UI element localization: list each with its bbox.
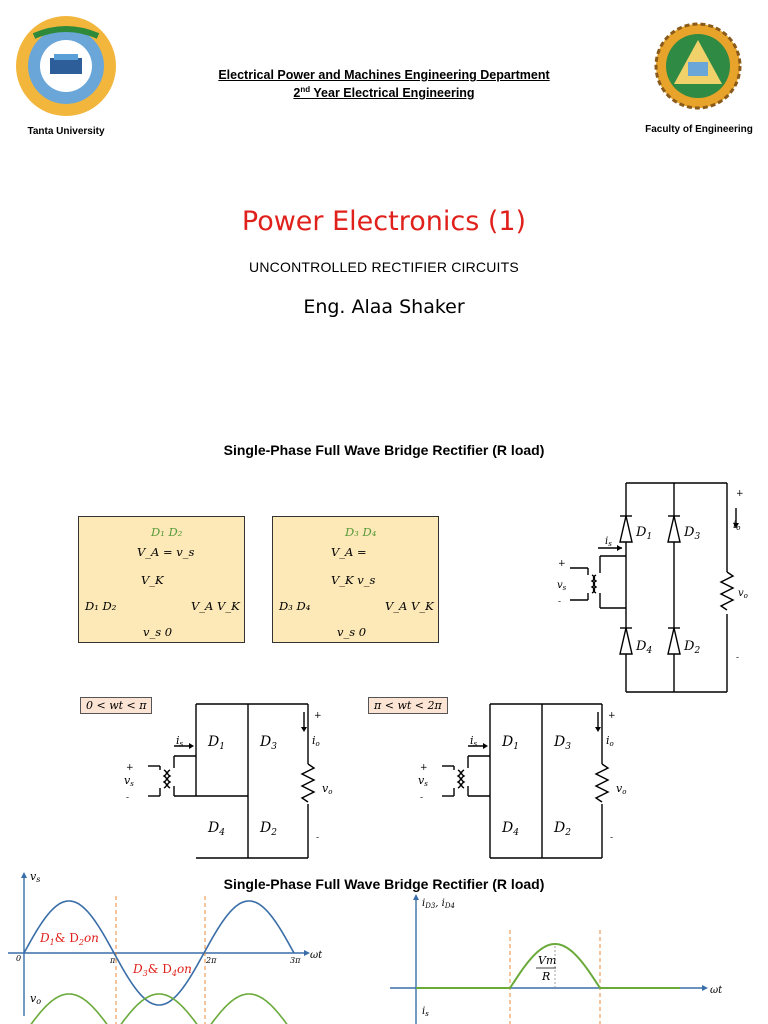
section-title-2: Single-Phase Full Wave Bridge Rectifier … [223, 876, 545, 892]
tick-2pi: 2π [205, 956, 217, 965]
svg-text:+: + [314, 711, 322, 721]
svg-text:-: - [420, 793, 423, 803]
wt-axis-label-2: ωt [710, 985, 723, 996]
peak-numerator: Vm [538, 954, 556, 967]
tick-0: 0 [16, 954, 21, 963]
box2-top: D₃ D₄ [345, 525, 377, 539]
condition-0-to-pi: 0 < wt < π [80, 697, 153, 714]
is-axis-label: is [422, 1006, 429, 1018]
box2-line2: V_A = [331, 545, 367, 559]
department-header: Electrical Power and Machines Engineerin… [0, 68, 768, 100]
svg-text:io: io [312, 734, 320, 748]
circuit-positive-half: D1 D3 D4 D2 is io vs vo + - + - [124, 703, 332, 859]
vs-waveform-plot: vs ωt 0 π 2π 3π D1& D2on D3& D4on vo [8, 870, 323, 1024]
main-d2-label: D2 [683, 639, 700, 656]
svg-text:+: + [126, 763, 134, 773]
svg-text:vo: vo [616, 782, 626, 796]
c1-d3-label: D3 [259, 734, 277, 752]
main-d4-label: D4 [635, 639, 652, 656]
department-line: Electrical Power and Machines Engineerin… [218, 68, 550, 82]
box2-line4b: V_A V_K [385, 599, 434, 613]
svg-text:+: + [420, 763, 428, 773]
c2-d2-label: D2 [553, 820, 571, 838]
vs-axis-label: vs [30, 870, 40, 884]
box1-line4a: D₁ D₂ [85, 599, 117, 613]
svg-text:io: io [606, 734, 614, 748]
tanta-university-caption: Tanta University [27, 126, 105, 137]
section-title-1: Single-Phase Full Wave Bridge Rectifier … [223, 442, 545, 458]
box1-line2: V_A = v_s [137, 545, 195, 559]
main-d3-label: D3 [683, 525, 700, 542]
svg-text:vs: vs [557, 580, 567, 592]
year-sup: nd [300, 85, 311, 94]
svg-text:-: - [736, 653, 739, 663]
box1-top: D₁ D₂ [151, 525, 183, 539]
wt-axis-label-1: ωt [310, 950, 323, 961]
svg-text:+: + [608, 711, 616, 721]
bridge-rectifier-circuit: D1 D3 D4 D2 is io vs vo + - + - [557, 482, 748, 693]
box1-line3: V_K [141, 573, 164, 587]
page-subtitle: UNCONTROLLED RECTIFIER CIRCUITS [249, 259, 519, 275]
tick-3pi: 3π [290, 956, 301, 965]
c1-d2-label: D2 [259, 820, 277, 838]
svg-text:vo: vo [322, 782, 332, 796]
svg-text:is: is [470, 734, 478, 748]
diode-box-d1-d2: D₁ D₂ V_A = v_s V_K D₁ D₂ V_A V_K v_s 0 [78, 516, 245, 643]
tick-pi: π [109, 956, 116, 965]
svg-text:-: - [126, 793, 129, 803]
tanta-university-logo [14, 14, 118, 124]
box2-line5: v_s 0 [337, 625, 367, 639]
id-waveform-plot: iD3, iD4 Vm R ωt is [390, 894, 723, 1024]
diode-box-d3-d4: D₃ D₄ V_A = V_K v_s D₃ D₄ V_A V_K v_s 0 [272, 516, 439, 643]
svg-text:-: - [558, 597, 561, 607]
id-axis-label: iD3, iD4 [422, 898, 455, 910]
c2-d4-label: D4 [501, 820, 519, 838]
c2-d3-label: D3 [553, 734, 571, 752]
year-line: 2nd Year Electrical Engineering [0, 85, 768, 100]
box1-line4b: V_A V_K [191, 599, 240, 613]
peak-denominator: R [541, 970, 550, 983]
year-number: 2 [293, 86, 301, 101]
svg-text:vs: vs [124, 774, 134, 788]
svg-text:vs: vs [418, 774, 428, 788]
c1-d1-label: D1 [207, 734, 225, 752]
svg-text:vo: vo [738, 588, 748, 600]
condition-pi-to-2pi: π < wt < 2π [368, 697, 448, 714]
svg-text:is: is [176, 734, 184, 748]
author-name: Eng. Alaa Shaker [303, 296, 465, 318]
main-d1-label: D1 [635, 525, 652, 542]
svg-text:io: io [733, 520, 740, 532]
box2-line3: V_K v_s [331, 573, 376, 587]
svg-text:+: + [736, 489, 744, 499]
svg-text:+: + [558, 559, 566, 569]
svg-text:-: - [316, 833, 319, 843]
faculty-of-engineering-caption: Faculty of Engineering [645, 124, 753, 135]
svg-text:-: - [610, 833, 613, 843]
box1-line5: v_s 0 [143, 625, 173, 639]
vo-axis-label: vo [30, 992, 41, 1006]
faculty-of-engineering-logo [654, 18, 742, 118]
svg-text:is: is [605, 536, 612, 548]
c1-d4-label: D4 [207, 820, 225, 838]
annot-d3-d4-on: D3& D4on [132, 962, 192, 978]
page-title: Power Electronics (1) [241, 206, 527, 237]
annot-d1-d2-on: D1& D2on [39, 931, 99, 947]
box2-line4a: D₃ D₄ [279, 599, 311, 613]
circuit-negative-half: D1 D3 D4 D2 is io vs vo + - + - [418, 703, 626, 859]
c2-d1-label: D1 [501, 734, 519, 752]
year-rest: Year Electrical Engineering [310, 86, 475, 101]
